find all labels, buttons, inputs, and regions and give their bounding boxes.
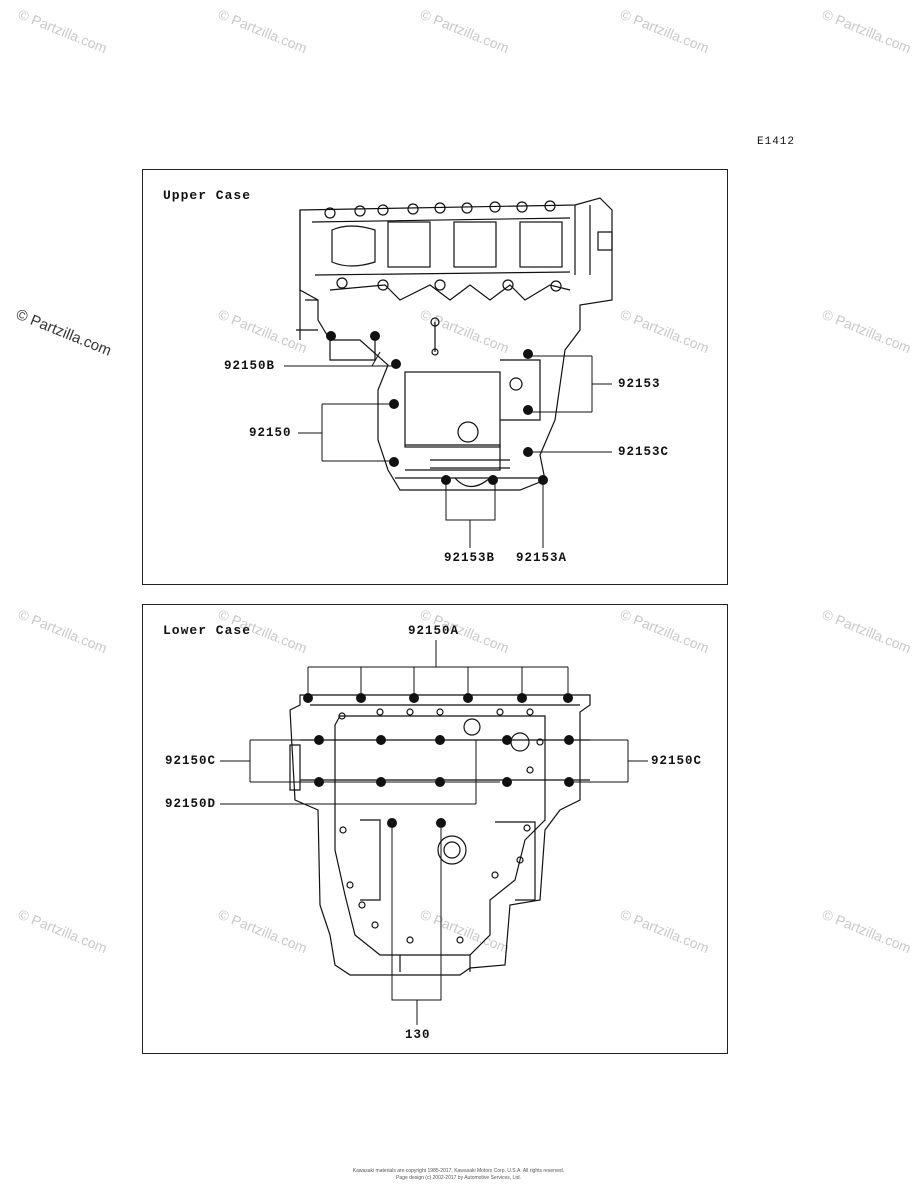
upper-case-drawing	[296, 197, 613, 491]
lower-case-title: Lower Case	[163, 623, 252, 638]
highlighted-bolts	[303, 331, 574, 828]
lower-case-panel: Lower Case	[142, 604, 728, 1054]
copyright-line-1: Kawasaki materials are copyright 1985-20…	[352, 1168, 565, 1174]
callout-92153: 92153	[618, 377, 661, 391]
callout-92153C: 92153C	[618, 445, 670, 459]
callout-130: 130	[405, 1028, 431, 1042]
upper-case-panel: Upper Case	[142, 169, 728, 585]
lower-case-drawing	[289, 694, 591, 976]
diagram-code: E1412	[757, 136, 796, 148]
copyright-line-2: Page design (c) 2002-2017 by Automotive …	[396, 1175, 521, 1181]
callout-92150B: 92150B	[224, 359, 276, 373]
callout-92150C-left: 92150C	[165, 754, 217, 768]
upper-case-title: Upper Case	[163, 188, 252, 203]
callout-92150C-right: 92150C	[651, 754, 703, 768]
callout-92150D: 92150D	[165, 797, 217, 811]
callout-92150: 92150	[249, 426, 292, 440]
leader-lines	[220, 351, 648, 1025]
callout-92153B: 92153B	[444, 551, 496, 565]
callout-92153A: 92153A	[516, 551, 568, 565]
callout-92150A: 92150A	[408, 624, 460, 638]
